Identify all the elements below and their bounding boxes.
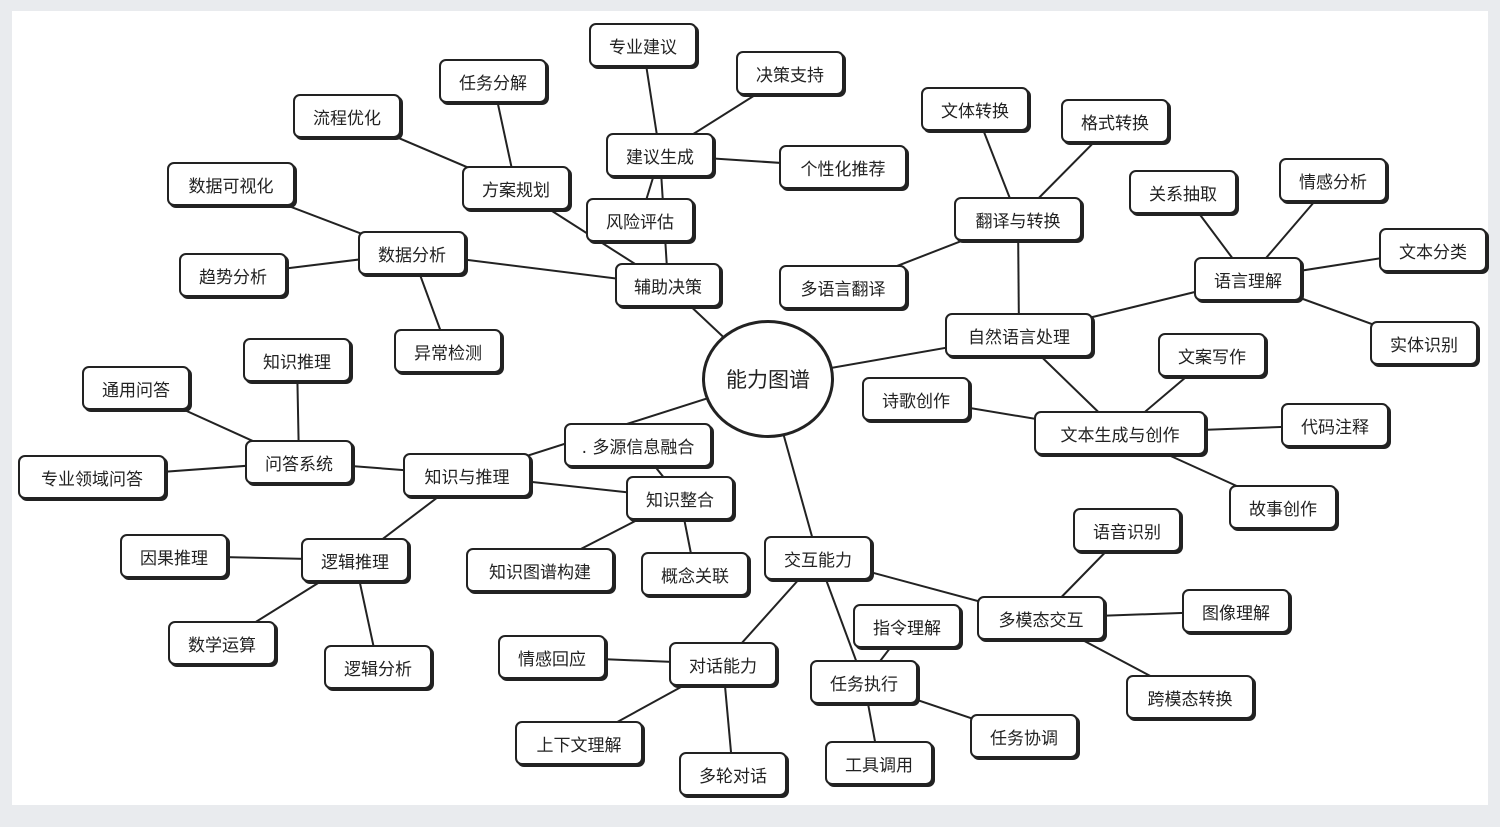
node-emotional-response[interactable]: 情感回应 (498, 635, 606, 679)
node-expert-advice[interactable]: 专业建议 (589, 23, 697, 67)
node-data-analysis[interactable]: 数据分析 (358, 231, 466, 275)
node-logic-analysis[interactable]: 逻辑分析 (324, 645, 432, 689)
node-decision-support[interactable]: 决策支持 (736, 51, 844, 95)
node-tool-calling[interactable]: 工具调用 (825, 741, 933, 785)
node-context-understanding[interactable]: 上下文理解 (515, 721, 643, 765)
center-node-capability-map[interactable]: 能力图谱 (702, 320, 834, 438)
node-math-operation[interactable]: 数学运算 (168, 621, 276, 665)
node-multimodal-interaction[interactable]: 多模态交互 (977, 596, 1105, 640)
node-speech-recognition[interactable]: 语音识别 (1073, 508, 1181, 552)
node-data-visualization[interactable]: 数据可视化 (167, 162, 295, 206)
node-causal-reasoning[interactable]: 因果推理 (120, 534, 228, 578)
node-entity-recognition[interactable]: 实体识别 (1370, 321, 1478, 365)
node-qa-system[interactable]: 问答系统 (245, 440, 353, 484)
mind-map-canvas: 能力图谱 辅助决策 方案规划 任务分解 流程优化 建议生成 专业建议 决策支持 … (12, 11, 1488, 805)
node-risk-assessment[interactable]: 风险评估 (586, 198, 694, 242)
node-relation-extraction[interactable]: 关系抽取 (1129, 170, 1237, 214)
node-suggestion-generation[interactable]: 建议生成 (606, 133, 714, 177)
node-task-coordination[interactable]: 任务协调 (970, 714, 1078, 758)
node-multilingual-translation[interactable]: 多语言翻译 (779, 265, 907, 309)
node-task-decomposition[interactable]: 任务分解 (439, 59, 547, 103)
node-text-generation-creation[interactable]: 文本生成与创作 (1034, 411, 1206, 455)
node-instruction-understanding[interactable]: 指令理解 (853, 604, 961, 648)
node-assisted-decision[interactable]: 辅助决策 (615, 263, 721, 307)
node-language-understanding[interactable]: 语言理解 (1194, 257, 1302, 301)
node-multi-source-fusion[interactable]: . 多源信息融合 (564, 423, 712, 467)
node-nlp[interactable]: 自然语言处理 (945, 313, 1093, 357)
node-solution-planning[interactable]: 方案规划 (462, 166, 570, 210)
node-concept-association[interactable]: 概念关联 (641, 552, 749, 596)
node-poetry-creation[interactable]: 诗歌创作 (862, 377, 970, 421)
node-knowledge-reasoning[interactable]: 知识与推理 (403, 453, 531, 497)
node-kg-construction[interactable]: 知识图谱构建 (466, 548, 614, 592)
node-domain-qa[interactable]: 专业领域问答 (18, 455, 166, 499)
node-text-classification[interactable]: 文本分类 (1379, 228, 1487, 272)
node-knowledge-integration[interactable]: 知识整合 (626, 476, 734, 520)
node-multi-turn-dialog[interactable]: 多轮对话 (679, 752, 787, 796)
node-knowledge-inference[interactable]: 知识推理 (243, 338, 351, 382)
node-copywriting[interactable]: 文案写作 (1158, 333, 1266, 377)
node-logical-reasoning[interactable]: 逻辑推理 (301, 538, 409, 582)
node-process-optimization[interactable]: 流程优化 (293, 94, 401, 138)
node-personalized-recommendation[interactable]: 个性化推荐 (779, 145, 907, 189)
node-style-conversion[interactable]: 文体转换 (921, 87, 1029, 131)
node-cross-modal-conversion[interactable]: 跨模态转换 (1126, 675, 1254, 719)
node-code-comment[interactable]: 代码注释 (1281, 403, 1389, 447)
node-anomaly-detection[interactable]: 异常检测 (394, 329, 502, 373)
node-story-creation[interactable]: 故事创作 (1229, 485, 1337, 529)
node-image-understanding[interactable]: 图像理解 (1182, 589, 1290, 633)
node-dialog-ability[interactable]: 对话能力 (669, 642, 777, 686)
node-interaction-ability[interactable]: 交互能力 (764, 536, 872, 580)
node-task-execution[interactable]: 任务执行 (810, 660, 918, 704)
node-translation-conversion[interactable]: 翻译与转换 (954, 197, 1082, 241)
node-sentiment-analysis[interactable]: 情感分析 (1279, 158, 1387, 202)
node-format-conversion[interactable]: 格式转换 (1061, 99, 1169, 143)
node-general-qa[interactable]: 通用问答 (82, 366, 190, 410)
node-trend-analysis[interactable]: 趋势分析 (179, 253, 287, 297)
